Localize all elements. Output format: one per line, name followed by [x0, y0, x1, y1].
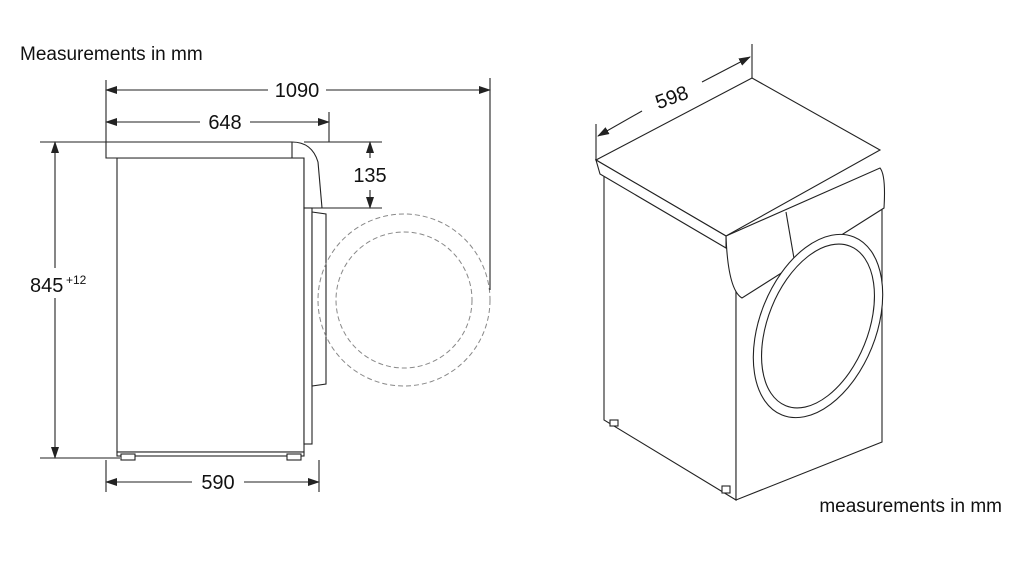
dimension-height: 845 +12 [30, 141, 87, 459]
dimension-top-depth: 648 [105, 112, 330, 134]
dimension-overall-depth: 1090 [105, 80, 491, 102]
dim-label-height-tolerance: +12 [66, 273, 87, 287]
dim-label-1090: 1090 [275, 80, 320, 102]
dim-label-845: 845 [30, 275, 63, 297]
side-view: Measurements in mm [20, 44, 491, 494]
washer-side-outline [105, 141, 327, 461]
dim-label-598: 598 [653, 82, 692, 114]
washer-perspective-outline [594, 77, 886, 501]
dimension-body-depth: 590 [105, 472, 320, 494]
measurements-caption: measurements in mm [819, 496, 1002, 517]
dim-label-648: 648 [208, 112, 241, 134]
perspective-view: 598 measurements in mm [594, 44, 1002, 517]
measurements-title: Measurements in mm [20, 44, 203, 65]
door-swing-arc [317, 213, 491, 387]
dim-label-590: 590 [201, 472, 234, 494]
dim-label-135: 135 [353, 165, 386, 187]
dimension-door-offset: 135 [353, 141, 387, 209]
